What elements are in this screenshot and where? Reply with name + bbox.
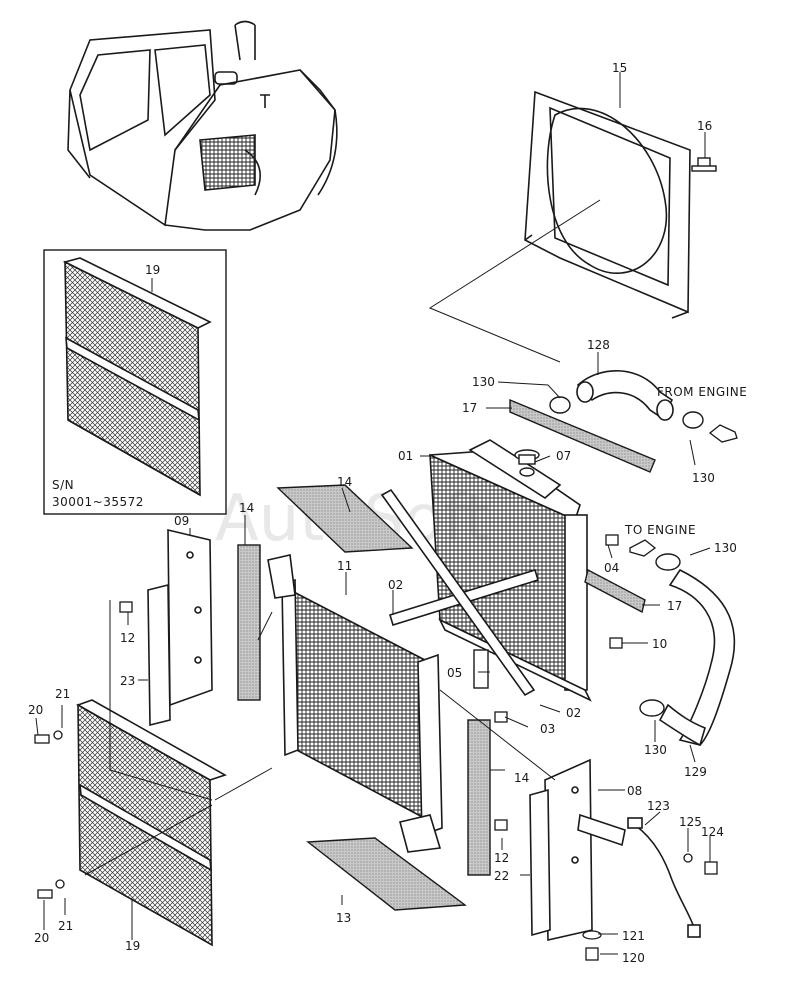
part-number: 121 (622, 929, 645, 943)
foam-block-14-right (467, 719, 491, 876)
part-number: 123 (647, 799, 670, 813)
part-number: 02 (388, 578, 403, 592)
part-number: 124 (701, 825, 724, 839)
radiator-core (429, 439, 592, 702)
part-number: 20 (28, 703, 43, 717)
part-number: 09 (174, 514, 189, 528)
part-number: 07 (556, 449, 571, 463)
to-engine-arrow (629, 539, 657, 557)
part-number: 17 (667, 599, 682, 613)
part-number: 14 (514, 771, 529, 785)
hose-clamps (549, 396, 704, 717)
foam-sheet-13 (306, 837, 467, 911)
part-number: 11 (337, 559, 352, 573)
part-number-labels: 15 16 19 128 130 17 130 01 07 14 14 09 1… (28, 61, 737, 965)
fan-shroud (524, 90, 691, 319)
excavator-illustration (67, 20, 338, 231)
bracket-09 (147, 528, 213, 727)
part-number: 14 (337, 475, 352, 489)
part-number: 10 (652, 637, 667, 651)
bracket-08 (529, 758, 626, 941)
part-number: 130 (644, 743, 667, 757)
part-number: 12 (120, 631, 135, 645)
part-number: 15 (612, 61, 627, 75)
to-engine-label: TO ENGINE (624, 523, 696, 537)
part-number: 14 (239, 501, 254, 515)
fasteners (34, 534, 718, 961)
part-number: 21 (58, 919, 73, 933)
inset-screen-panel (62, 257, 212, 497)
part-number: 120 (622, 951, 645, 965)
text-labels: S/N 30001~35572 FROM ENGINE TO ENGINE (52, 385, 747, 537)
stay-rods (380, 488, 539, 697)
screen-panel (76, 699, 227, 947)
part-number: 08 (627, 784, 642, 798)
foam-block-14-left (237, 544, 261, 701)
drain-cock (473, 649, 489, 689)
seal-strip-side (584, 568, 646, 614)
leader-lines (35, 72, 711, 955)
part-number: 130 (714, 541, 737, 555)
part-number: 22 (494, 869, 509, 883)
part-number: 20 (34, 931, 49, 945)
part-number: 04 (604, 561, 619, 575)
shroud-bolt (691, 157, 717, 172)
part-number: 12 (494, 851, 509, 865)
lower-hose (658, 568, 736, 747)
part-number: 23 (120, 674, 135, 688)
part-number: 01 (398, 449, 413, 463)
part-number: 125 (679, 815, 702, 829)
oil-cooler (267, 554, 443, 853)
part-number: 130 (472, 375, 495, 389)
part-number: 13 (336, 911, 351, 925)
part-number: 128 (587, 338, 610, 352)
part-number: 130 (692, 471, 715, 485)
part-number: 129 (684, 765, 707, 779)
serial-range: 30001~35572 (52, 495, 144, 509)
ground-cable (627, 817, 701, 938)
radiator-cap (514, 449, 540, 477)
part-number: 16 (697, 119, 712, 133)
upper-hose (576, 369, 674, 421)
part-number: 05 (447, 666, 462, 680)
part-number: 03 (540, 722, 555, 736)
inset-frame (43, 249, 227, 515)
part-number: 19 (125, 939, 140, 953)
foam-sheet-14-upper (276, 484, 414, 553)
part-number: 19 (145, 263, 160, 277)
from-engine-label: FROM ENGINE (657, 385, 747, 399)
from-engine-arrow (708, 424, 738, 443)
part-number: 02 (566, 706, 581, 720)
serial-label: S/N (52, 478, 74, 492)
part-number: 21 (55, 687, 70, 701)
part-number: 17 (462, 401, 477, 415)
